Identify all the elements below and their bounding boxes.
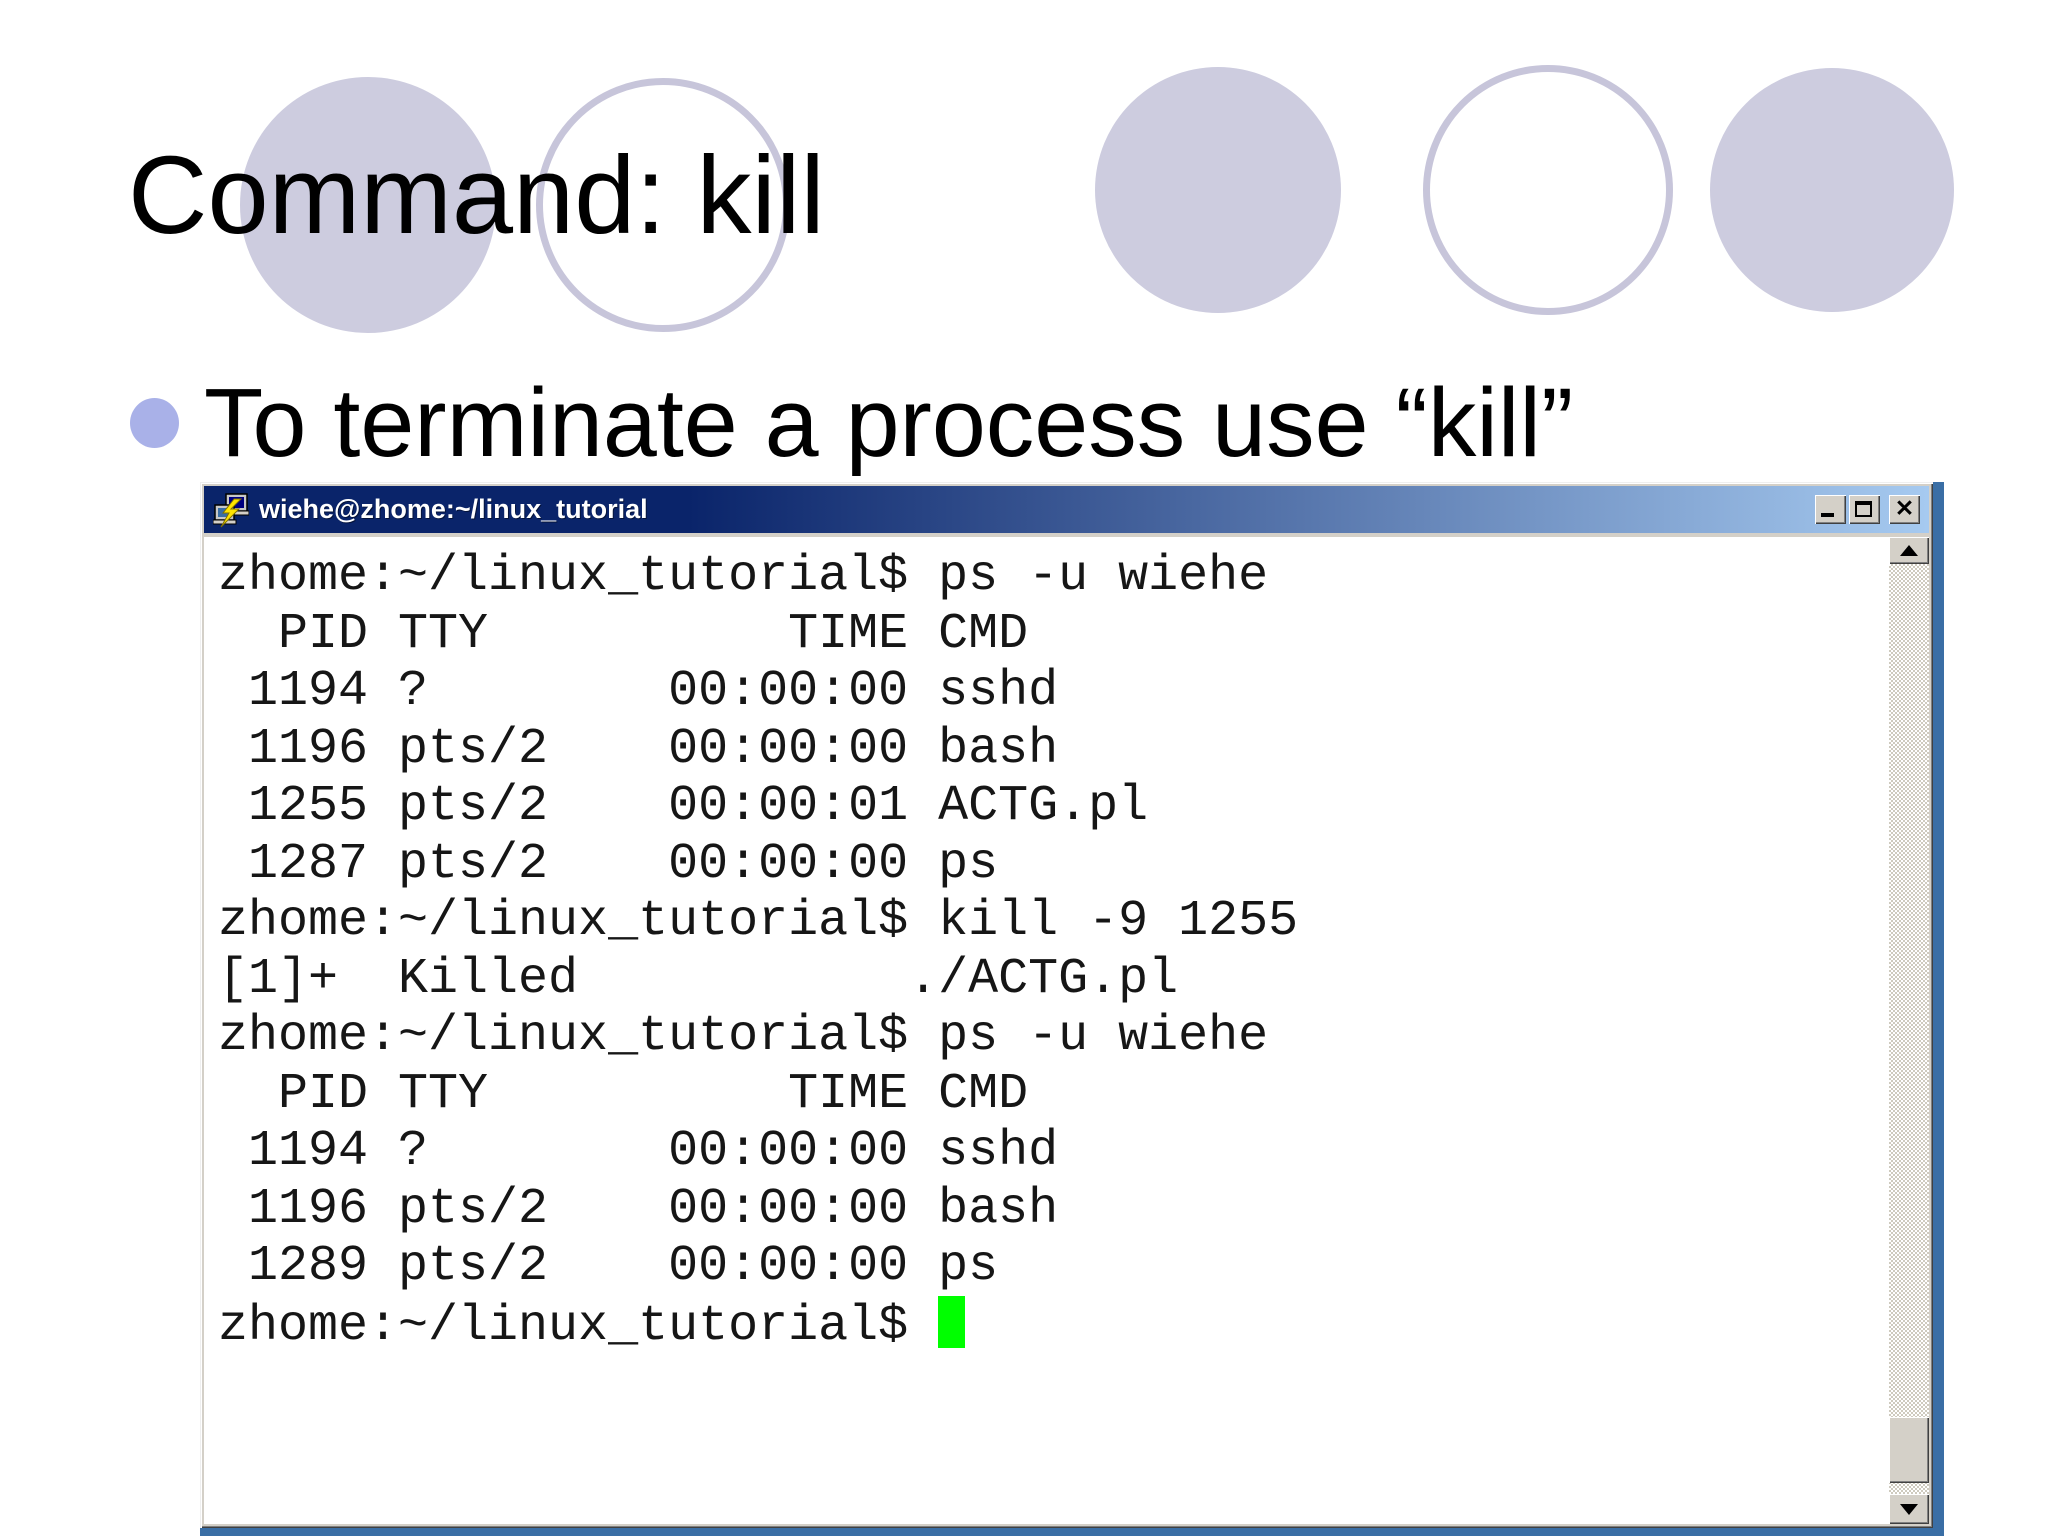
terminal-line: 1255 pts/2 00:00:01 ACTG.pl [218, 778, 1149, 835]
vertical-scrollbar[interactable] [1889, 537, 1929, 1524]
terminal-line: PID TTY TIME CMD [218, 605, 1029, 663]
terminal-cursor [938, 1295, 966, 1348]
terminal-line: zhome:~/linux_tutorial$ ps -u wiehe [218, 1008, 1269, 1065]
scroll-up-icon [1900, 545, 1918, 556]
decor-circle-filled-3 [1710, 68, 1954, 312]
terminal-line: 1287 pts/2 00:00:00 ps [218, 835, 999, 893]
bullet-icon [130, 398, 179, 448]
decor-circle-outline-1 [536, 78, 790, 332]
terminal-output: zhome:~/linux_tutorial$ ps -u wiehe PID … [204, 537, 1889, 1524]
terminal-line: [1]+ Killed ./ACTG.pl [218, 950, 1179, 1008]
scroll-down-button[interactable] [1889, 1494, 1929, 1524]
window-title: wiehe@zhome:~/linux_tutorial [259, 494, 648, 524]
decor-circle-outline-2 [1423, 65, 1673, 315]
terminal-prompt: zhome:~/linux_tutorial$ [218, 1297, 939, 1355]
window-frame: wiehe@zhome:~/linux_tutorial ✕ zhome:~/l… [200, 482, 1933, 1528]
maximize-icon [1855, 501, 1872, 517]
terminal-line: PID TTY TIME CMD [218, 1065, 1029, 1123]
terminal-line: 1196 pts/2 00:00:00 bash [218, 1180, 1059, 1238]
scroll-down-icon [1900, 1504, 1918, 1515]
terminal-line: zhome:~/linux_tutorial$ ps -u wiehe [218, 548, 1269, 605]
bullet-text: To terminate a process use “kill” [204, 368, 1574, 477]
close-icon: ✕ [1894, 495, 1915, 521]
terminal-line: zhome:~/linux_tutorial$ kill -9 1255 [218, 893, 1299, 950]
scroll-up-button[interactable] [1889, 537, 1929, 564]
close-button[interactable]: ✕ [1889, 495, 1920, 524]
terminal-line: 1194 ? 00:00:00 sshd [218, 663, 1059, 720]
terminal-line: 1196 pts/2 00:00:00 bash [218, 720, 1059, 778]
scrollbar-thumb[interactable] [1889, 1417, 1929, 1483]
putty-icon[interactable] [213, 492, 249, 528]
decor-circle-filled-2 [1095, 67, 1341, 313]
decor-circle-filled-1 [240, 77, 496, 333]
terminal-line: 1289 pts/2 00:00:00 ps [218, 1238, 999, 1295]
terminal-prompt-line: zhome:~/linux_tutorial$ [218, 1295, 1889, 1356]
window-titlebar[interactable]: wiehe@zhome:~/linux_tutorial ✕ [204, 486, 1929, 533]
minimize-icon [1821, 513, 1834, 517]
maximize-button[interactable] [1849, 495, 1880, 524]
minimize-button[interactable] [1815, 495, 1846, 524]
slide-title: Command: kill [128, 134, 825, 257]
terminal-line: 1194 ? 00:00:00 sshd [218, 1123, 1059, 1180]
terminal-content-area: zhome:~/linux_tutorial$ ps -u wiehe PID … [204, 537, 1929, 1524]
scrollbar-track[interactable] [1889, 564, 1929, 1494]
window-controls: ✕ [1815, 495, 1920, 524]
terminal-window: wiehe@zhome:~/linux_tutorial ✕ zhome:~/l… [200, 482, 1944, 1536]
